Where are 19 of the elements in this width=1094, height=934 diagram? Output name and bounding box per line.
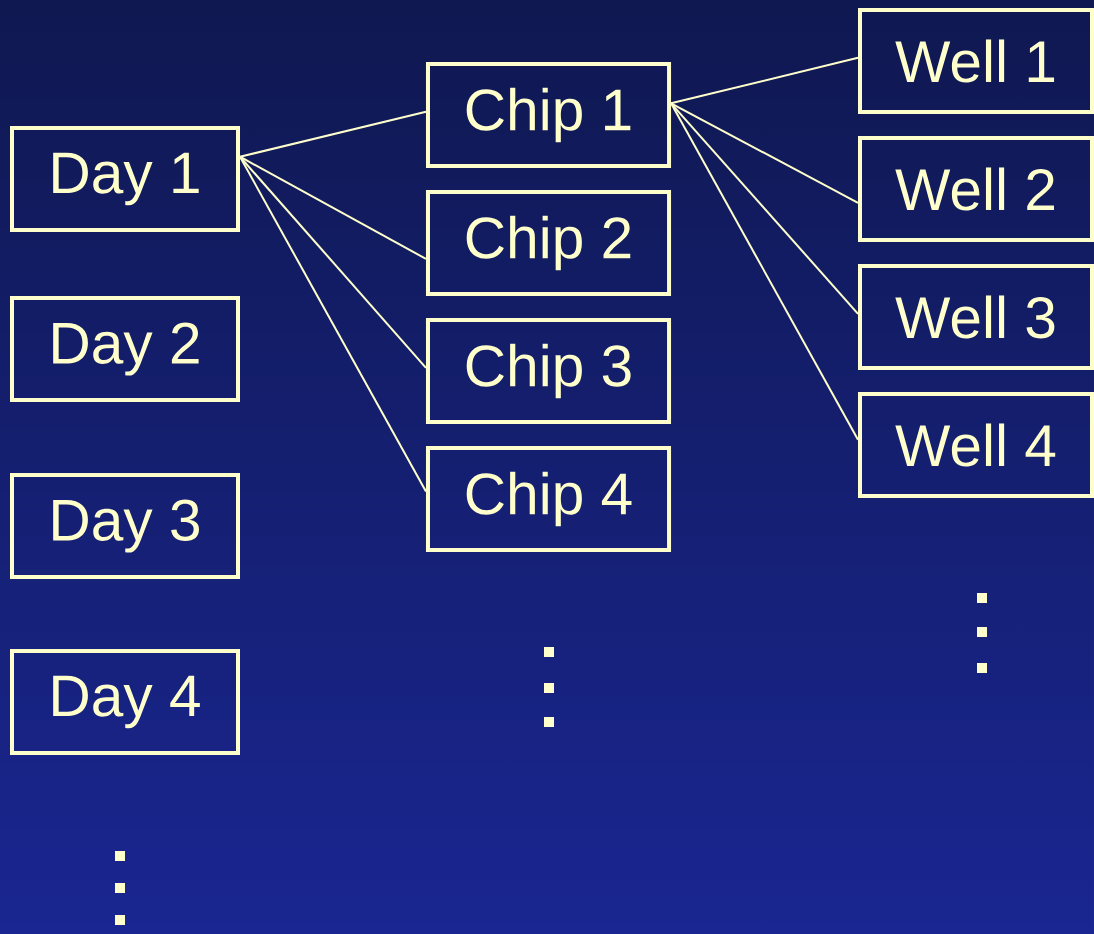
connector-line: [239, 155, 427, 260]
entity-box: Day 1: [10, 126, 240, 232]
entity-box: Well 3: [858, 264, 1094, 370]
entity-box: Chip 4: [426, 446, 672, 552]
entity-box: Chip 1: [426, 62, 672, 168]
entity-box: Chip 2: [426, 190, 672, 296]
connector-line: [670, 56, 859, 105]
connector-line: [239, 155, 427, 493]
entity-box: Chip 3: [426, 318, 672, 424]
entity-box: Day 2: [10, 296, 240, 402]
connector-line: [670, 102, 859, 204]
entity-box: Day 3: [10, 473, 240, 579]
entity-box: Well 4: [858, 392, 1094, 498]
connector-line: [670, 102, 859, 315]
connector-line: [670, 102, 859, 441]
entity-box: Day 4: [10, 649, 240, 755]
connector-line: [239, 110, 427, 158]
entity-box: Well 1: [858, 8, 1094, 114]
entity-box: Well 2: [858, 136, 1094, 242]
